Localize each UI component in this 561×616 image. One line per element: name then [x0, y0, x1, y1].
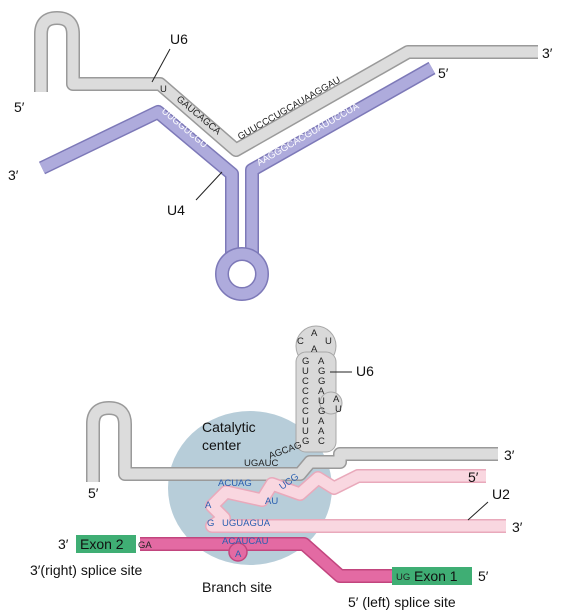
stem-left-base-4: C [302, 396, 309, 407]
stem-right-base-6: A [318, 416, 325, 427]
loop-c-base: C [297, 336, 304, 347]
stem-right-base-1: G [318, 366, 325, 377]
stem-right-base-0: A [318, 356, 325, 367]
u2-a-base: A [205, 500, 212, 511]
u2-uguagua-sequence: UGUAGUA [222, 518, 271, 529]
stem-right-base-3: A [318, 386, 325, 397]
five-prime-u6-bottom: 5′ [88, 485, 99, 501]
five-prime-right-top: 5′ [438, 65, 449, 81]
stem-left-base-3: C [302, 386, 309, 397]
catalytic-label-line1: Catalytic [202, 419, 256, 435]
stem-left-base-0: G [302, 356, 309, 367]
right-splice-site-label: 3′(right) splice site [30, 562, 143, 578]
three-prime-right-top: 3′ [542, 45, 553, 61]
branch-site-label: Branch site [202, 579, 272, 595]
stem-left-base-7: U [302, 426, 309, 437]
stem-left-base-8: G [302, 436, 309, 447]
top-panel: U GAUCAGCA UUGGUCGU GUUCCCUGCAUAAGGAU AA… [8, 11, 553, 301]
u2-g-base: G [207, 518, 214, 529]
exon-2-label: Exon 2 [80, 536, 124, 552]
stem-left-base-1: U [302, 366, 309, 377]
bulge-a-base: A [333, 394, 340, 405]
loop-u-base: U [325, 336, 332, 347]
stem-right-base-7: A [318, 426, 325, 437]
u6-label-top: U6 [170, 31, 188, 47]
left-splice-site-label: 5′ (left) splice site [348, 594, 456, 610]
bulge-u-base: U [335, 404, 342, 415]
branch-a-base: A [235, 549, 242, 560]
exon-1-box [392, 567, 472, 585]
u6-strand-top [34, 11, 538, 157]
u4-leader-line [195, 171, 223, 201]
u6-label-bottom: U6 [356, 363, 374, 379]
three-prime-intron: 3′ [58, 536, 69, 552]
loop-a1-base: A [311, 328, 318, 339]
ug-dinucleotide: UG [396, 572, 410, 583]
stem-left-base-5: C [302, 406, 309, 417]
intron-strand [140, 537, 392, 583]
u2-acuag-sequence: ACUAG [218, 478, 252, 489]
stem-left-base-6: U [302, 416, 309, 427]
stem-right-base-8: C [318, 436, 325, 447]
three-prime-left-top: 3′ [8, 167, 19, 183]
three-prime-u2: 3′ [512, 519, 523, 535]
u2-au-sequence: AU [265, 496, 278, 507]
loop-a2-base: A [311, 344, 318, 355]
three-prime-u6-bottom: 3′ [504, 447, 515, 463]
exon-2-box [76, 535, 136, 553]
u6-leader-line [151, 48, 171, 83]
u6-strand-bottom [86, 401, 498, 482]
five-prime-u2: 5′ [468, 469, 479, 485]
u6-ugauc-sequence: UGAUC [244, 458, 278, 469]
stem-right-base-4: U [318, 396, 325, 407]
u4-label-top: U4 [167, 202, 185, 218]
stem-right-base-2: G [318, 376, 325, 387]
catalytic-label-line2: center [202, 437, 241, 453]
u2-label: U2 [492, 486, 510, 502]
stem-left-base-2: C [302, 376, 309, 387]
u6-stem-loop [295, 325, 343, 453]
u2-strand [205, 469, 506, 533]
five-prime-intron: 5′ [478, 568, 489, 584]
u6-u-base: U [160, 84, 167, 95]
u4-strand-top [38, 61, 436, 301]
stem-right-base-5: G [318, 406, 325, 417]
exon-1-label: Exon 1 [414, 568, 458, 584]
five-prime-left-top: 5′ [14, 99, 25, 115]
ga-dinucleotide: GA [138, 540, 152, 551]
u2-leader-line [467, 501, 489, 521]
intron-acaucau-sequence: ACAUCAU [222, 536, 269, 547]
